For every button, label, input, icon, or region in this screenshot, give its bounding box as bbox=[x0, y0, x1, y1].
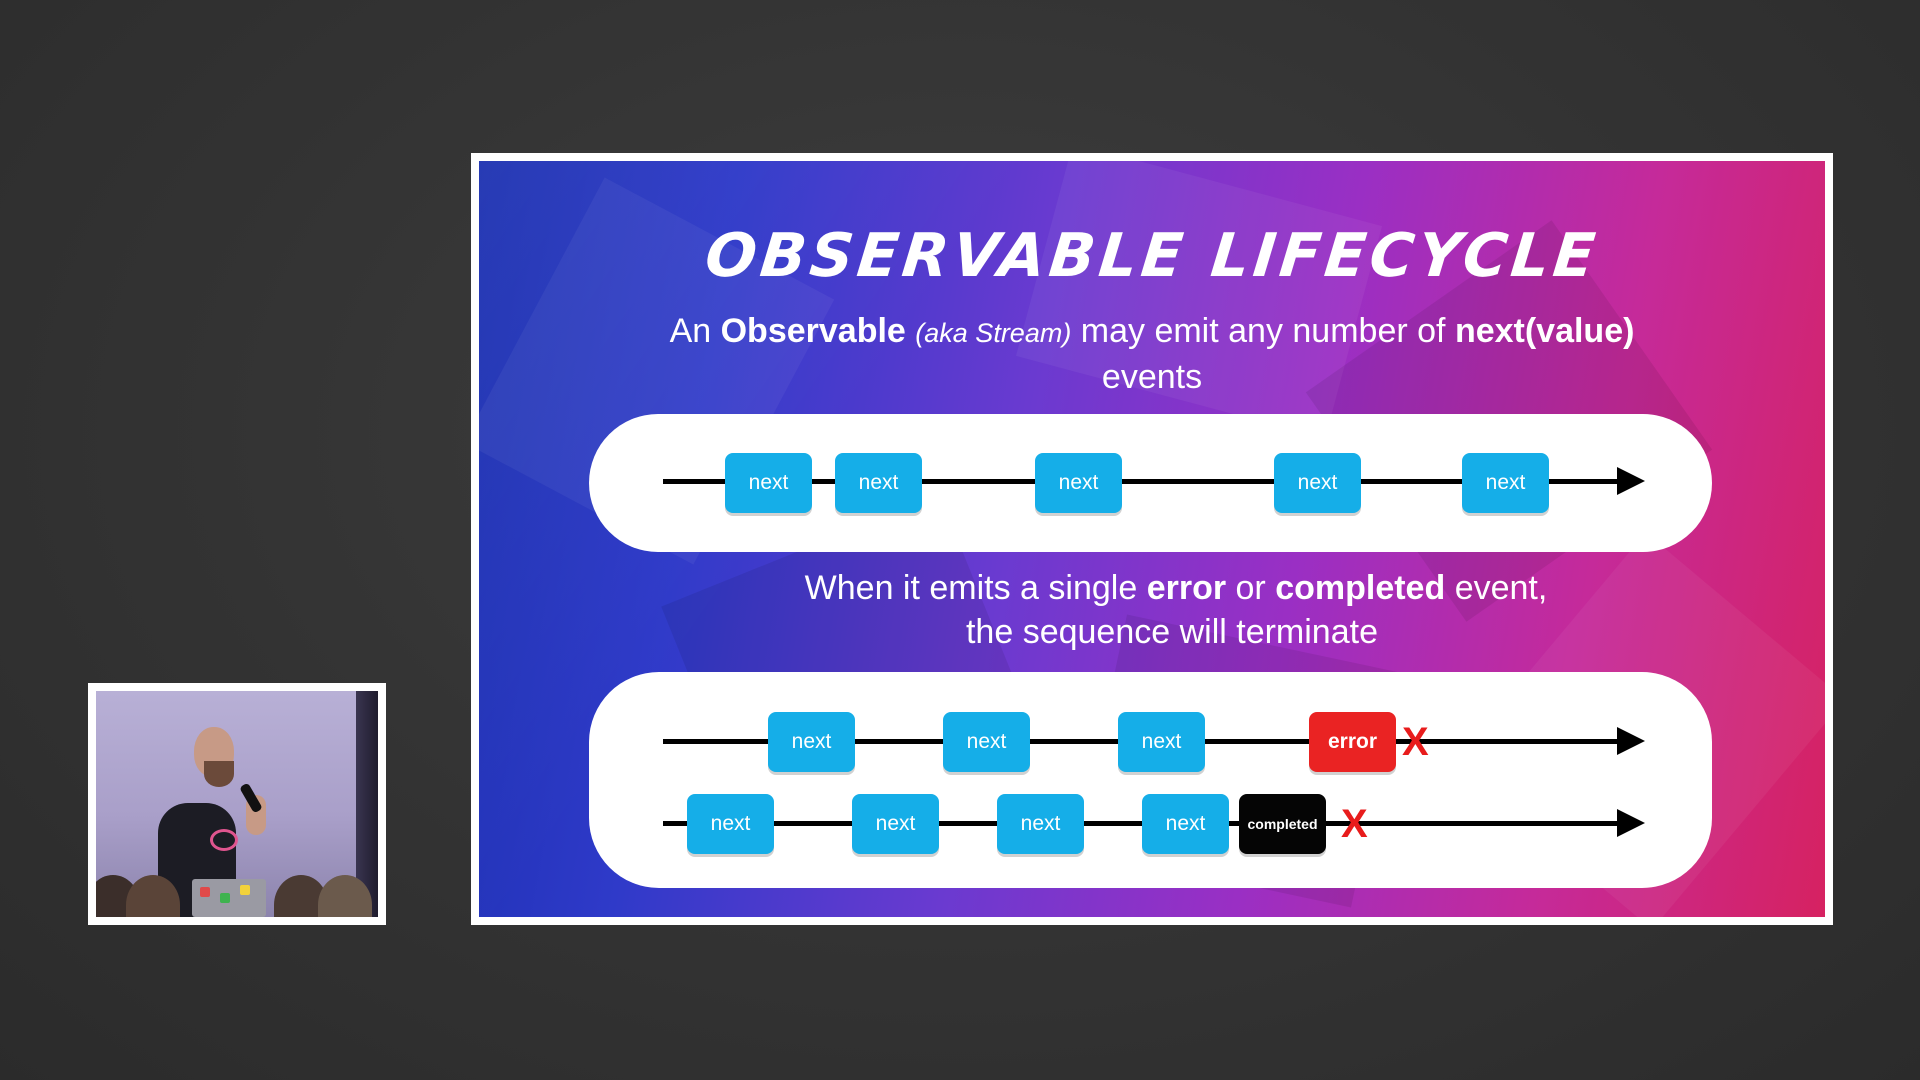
subtitle-text: event, bbox=[1445, 569, 1548, 607]
next-event: next bbox=[1118, 712, 1205, 772]
slide-subtitle-emit: An Observable (aka Stream) may emit any … bbox=[479, 309, 1825, 399]
speaker-video-feed bbox=[96, 691, 378, 917]
x-mark-icon: X bbox=[1402, 720, 1429, 764]
speaker-shirt-logo bbox=[210, 829, 238, 851]
subtitle-text: When it emits a single bbox=[804, 569, 1147, 607]
slide-subtitle-terminate: When it emits a single error or complete… bbox=[479, 566, 1825, 654]
next-event: next bbox=[1462, 453, 1549, 513]
next-event: next bbox=[943, 712, 1030, 772]
arrow-right-icon bbox=[1617, 727, 1645, 755]
next-event: next bbox=[725, 453, 812, 513]
next-event: next bbox=[1274, 453, 1361, 513]
slide-title: OBSERVABLE LIFECYCLE bbox=[701, 221, 1603, 291]
next-event: next bbox=[1035, 453, 1122, 513]
next-event: next bbox=[687, 794, 774, 854]
error-event: error bbox=[1309, 712, 1396, 772]
arrow-right-icon bbox=[1617, 467, 1645, 495]
subtitle-bold: next(value) bbox=[1454, 312, 1635, 350]
next-event: next bbox=[835, 453, 922, 513]
subtitle-text: When it emits a single error or complete… bbox=[805, 569, 1548, 607]
audience-member bbox=[318, 875, 372, 917]
subtitle-italic: (aka Stream) bbox=[915, 318, 1072, 348]
subtitle-text: the sequence will terminate bbox=[965, 613, 1378, 651]
subtitle-bold: error bbox=[1146, 569, 1227, 607]
subtitle-text: may emit any number of bbox=[1071, 312, 1455, 350]
next-event: next bbox=[768, 712, 855, 772]
slide-frame: OBSERVABLE LIFECYCLE An Observable (aka … bbox=[471, 153, 1833, 925]
subtitle-text: An bbox=[669, 312, 721, 350]
audience-member bbox=[126, 875, 180, 917]
arrow-right-icon bbox=[1617, 809, 1645, 837]
speaker-beard bbox=[204, 761, 234, 787]
subtitle-text: or bbox=[1226, 569, 1276, 607]
slide: OBSERVABLE LIFECYCLE An Observable (aka … bbox=[479, 161, 1825, 917]
next-event: next bbox=[1142, 794, 1229, 854]
subtitle-bold: completed bbox=[1275, 569, 1446, 607]
subtitle-bold: Observable bbox=[720, 312, 906, 350]
laptop-sticker bbox=[200, 887, 210, 897]
subtitle-text: events bbox=[1101, 358, 1203, 396]
laptop-sticker bbox=[220, 893, 230, 903]
completed-event: completed bbox=[1239, 794, 1326, 854]
next-event: next bbox=[997, 794, 1084, 854]
next-events-diagram: next next next next next bbox=[589, 414, 1712, 552]
video-wall-edge bbox=[356, 691, 378, 917]
termination-diagram: next next next error X next next next ne… bbox=[589, 672, 1712, 888]
next-event: next bbox=[852, 794, 939, 854]
laptop-sticker bbox=[240, 885, 250, 895]
x-mark-icon: X bbox=[1341, 802, 1368, 846]
timeline-line bbox=[663, 479, 1623, 484]
speaker-video[interactable] bbox=[88, 683, 386, 925]
